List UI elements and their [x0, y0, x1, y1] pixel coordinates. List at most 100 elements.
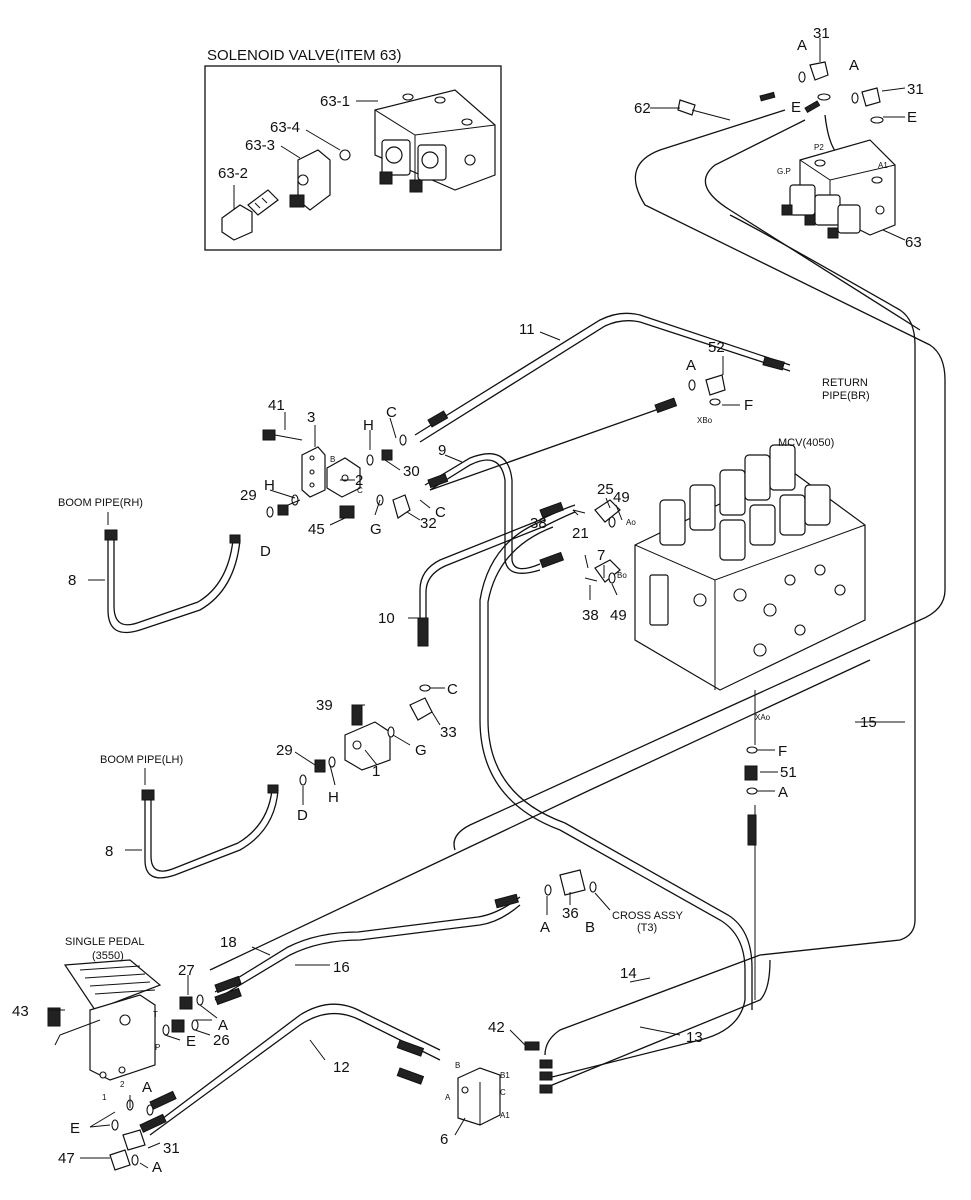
letter-d-1: D — [260, 543, 271, 560]
callout-25: 25 — [597, 481, 614, 498]
letter-a-8: A — [152, 1159, 162, 1176]
o-ring-63-4 — [339, 149, 351, 161]
single-pedal-label-2: (3550) — [92, 950, 124, 962]
junction-block-6: B A B1 C A1 — [445, 1041, 553, 1126]
letter-f-2: F — [778, 743, 787, 760]
callout-11: 11 — [519, 321, 535, 338]
single-pedal-3550: T P 1 2 — [47, 959, 162, 1102]
letter-a-2: A — [849, 57, 859, 74]
cross-assy-label-1: CROSS ASSY — [612, 910, 684, 922]
callout-49-lower: 49 — [610, 607, 627, 624]
xao-fittings — [744, 746, 758, 846]
callout-63-2: 63-2 — [218, 165, 248, 182]
callout-31-right: 31 — [907, 81, 924, 98]
callout-3: 3 — [307, 409, 315, 426]
callout-6: 6 — [440, 1131, 448, 1148]
letter-c-1: C — [386, 404, 397, 421]
boom-pipe-lh-label: BOOM PIPE(LH) — [100, 754, 183, 766]
pedal-body — [89, 994, 156, 1081]
callout-14: 14 — [620, 965, 637, 982]
callout-15: 15 — [860, 714, 877, 731]
callout-13: 13 — [686, 1029, 703, 1046]
solenoid-valve-inset: SOLENOID VALVE(ITEM 63) — [204, 47, 502, 251]
letter-d-2: D — [297, 807, 308, 824]
letter-g-2: G — [415, 742, 427, 759]
callout-numbers: 62 31 31 63 11 52 9 41 3 2 30 29 45 32 2… — [12, 25, 924, 1167]
body-63-3 — [289, 149, 331, 211]
callout-16: 16 — [333, 959, 350, 976]
letter-c-3: C — [447, 681, 458, 698]
block-port-b1: B1 — [500, 1071, 510, 1080]
mcv-4050: MCV(4050) XBo XAo Ao Bo — [617, 416, 866, 722]
top-fittings — [677, 61, 884, 124]
callout-26: 26 — [213, 1032, 230, 1049]
letter-c-2: C — [435, 504, 446, 521]
callout-47: 47 — [58, 1150, 75, 1167]
port-c-upper: C — [357, 486, 363, 495]
port-2: 2 — [120, 1080, 125, 1089]
letter-a-5: A — [540, 919, 550, 936]
callout-62: 62 — [634, 100, 651, 117]
port-letters: A A E E A F C H H D G C C G H D F A A B … — [70, 37, 917, 1176]
callout-29-upper: 29 — [240, 487, 257, 504]
letter-e-4: E — [70, 1120, 80, 1137]
letter-h-1: H — [363, 417, 374, 434]
port-p2: P2 — [814, 143, 824, 152]
boom-block-lower — [299, 684, 433, 786]
letter-h-2: H — [264, 477, 275, 494]
fitting-52 — [688, 374, 726, 406]
plug-63-2 — [221, 189, 279, 241]
letter-f-1: F — [744, 397, 753, 414]
letter-h-3: H — [328, 789, 339, 806]
callout-63-3: 63-3 — [245, 137, 275, 154]
letter-a-3: A — [686, 357, 696, 374]
elbow-31-right — [861, 87, 881, 107]
return-pipe-label-1: RETURN — [822, 377, 868, 389]
single-pedal-label-1: SINGLE PEDAL — [65, 936, 144, 948]
block-port-a1: A1 — [500, 1111, 510, 1120]
callout-41: 41 — [268, 397, 285, 414]
letter-a-4: A — [778, 784, 788, 801]
callout-38-upper: 38 — [530, 515, 547, 532]
port-a1: A1 — [878, 161, 888, 170]
letter-e-3: E — [186, 1033, 196, 1050]
port-ao: Ao — [626, 518, 636, 527]
callout-31-top: 31 — [813, 25, 830, 42]
callout-32: 32 — [420, 515, 437, 532]
leader-lines — [48, 38, 906, 1169]
inset-frame — [204, 65, 502, 251]
callout-9: 9 — [438, 442, 446, 459]
elbow-31-top — [809, 61, 829, 81]
solenoid-valve-63: P2 A1 G.P — [777, 139, 896, 239]
return-pipe-label-2: PIPE(BR) — [822, 390, 870, 402]
text-labels: RETURN PIPE(BR) BOOM PIPE(RH) BOOM PIPE(… — [58, 377, 870, 962]
solenoid-block-63-1 — [374, 89, 496, 193]
callout-43: 43 — [12, 1003, 29, 1020]
callout-63-4: 63-4 — [270, 119, 300, 136]
letter-e-1: E — [791, 99, 801, 116]
callout-2: 2 — [355, 472, 363, 489]
boom-block-upper: B C — [262, 429, 411, 519]
hose-lines — [107, 109, 946, 1136]
callout-63: 63 — [905, 234, 922, 251]
port-1: 1 — [102, 1093, 107, 1102]
port-t: T — [153, 1010, 158, 1019]
callout-49-upper: 49 — [613, 489, 630, 506]
callout-18: 18 — [220, 934, 237, 951]
sensor-62 — [677, 99, 696, 116]
callout-31-bottom: 31 — [163, 1140, 180, 1157]
callout-12: 12 — [333, 1059, 350, 1076]
flange-fittings — [572, 499, 621, 584]
port-p: P — [155, 1043, 160, 1052]
callout-39: 39 — [316, 697, 333, 714]
inset-title: SOLENOID VALVE(ITEM 63) — [207, 47, 402, 64]
hose-fittings — [104, 356, 785, 1133]
callout-36: 36 — [562, 905, 579, 922]
callout-8-lower: 8 — [105, 843, 113, 860]
letter-a-6: A — [218, 1017, 228, 1034]
port-xao: XAo — [755, 713, 771, 722]
block-port-c: C — [500, 1088, 506, 1097]
block-port-b: B — [455, 1061, 460, 1070]
letter-a-7: A — [142, 1079, 152, 1096]
